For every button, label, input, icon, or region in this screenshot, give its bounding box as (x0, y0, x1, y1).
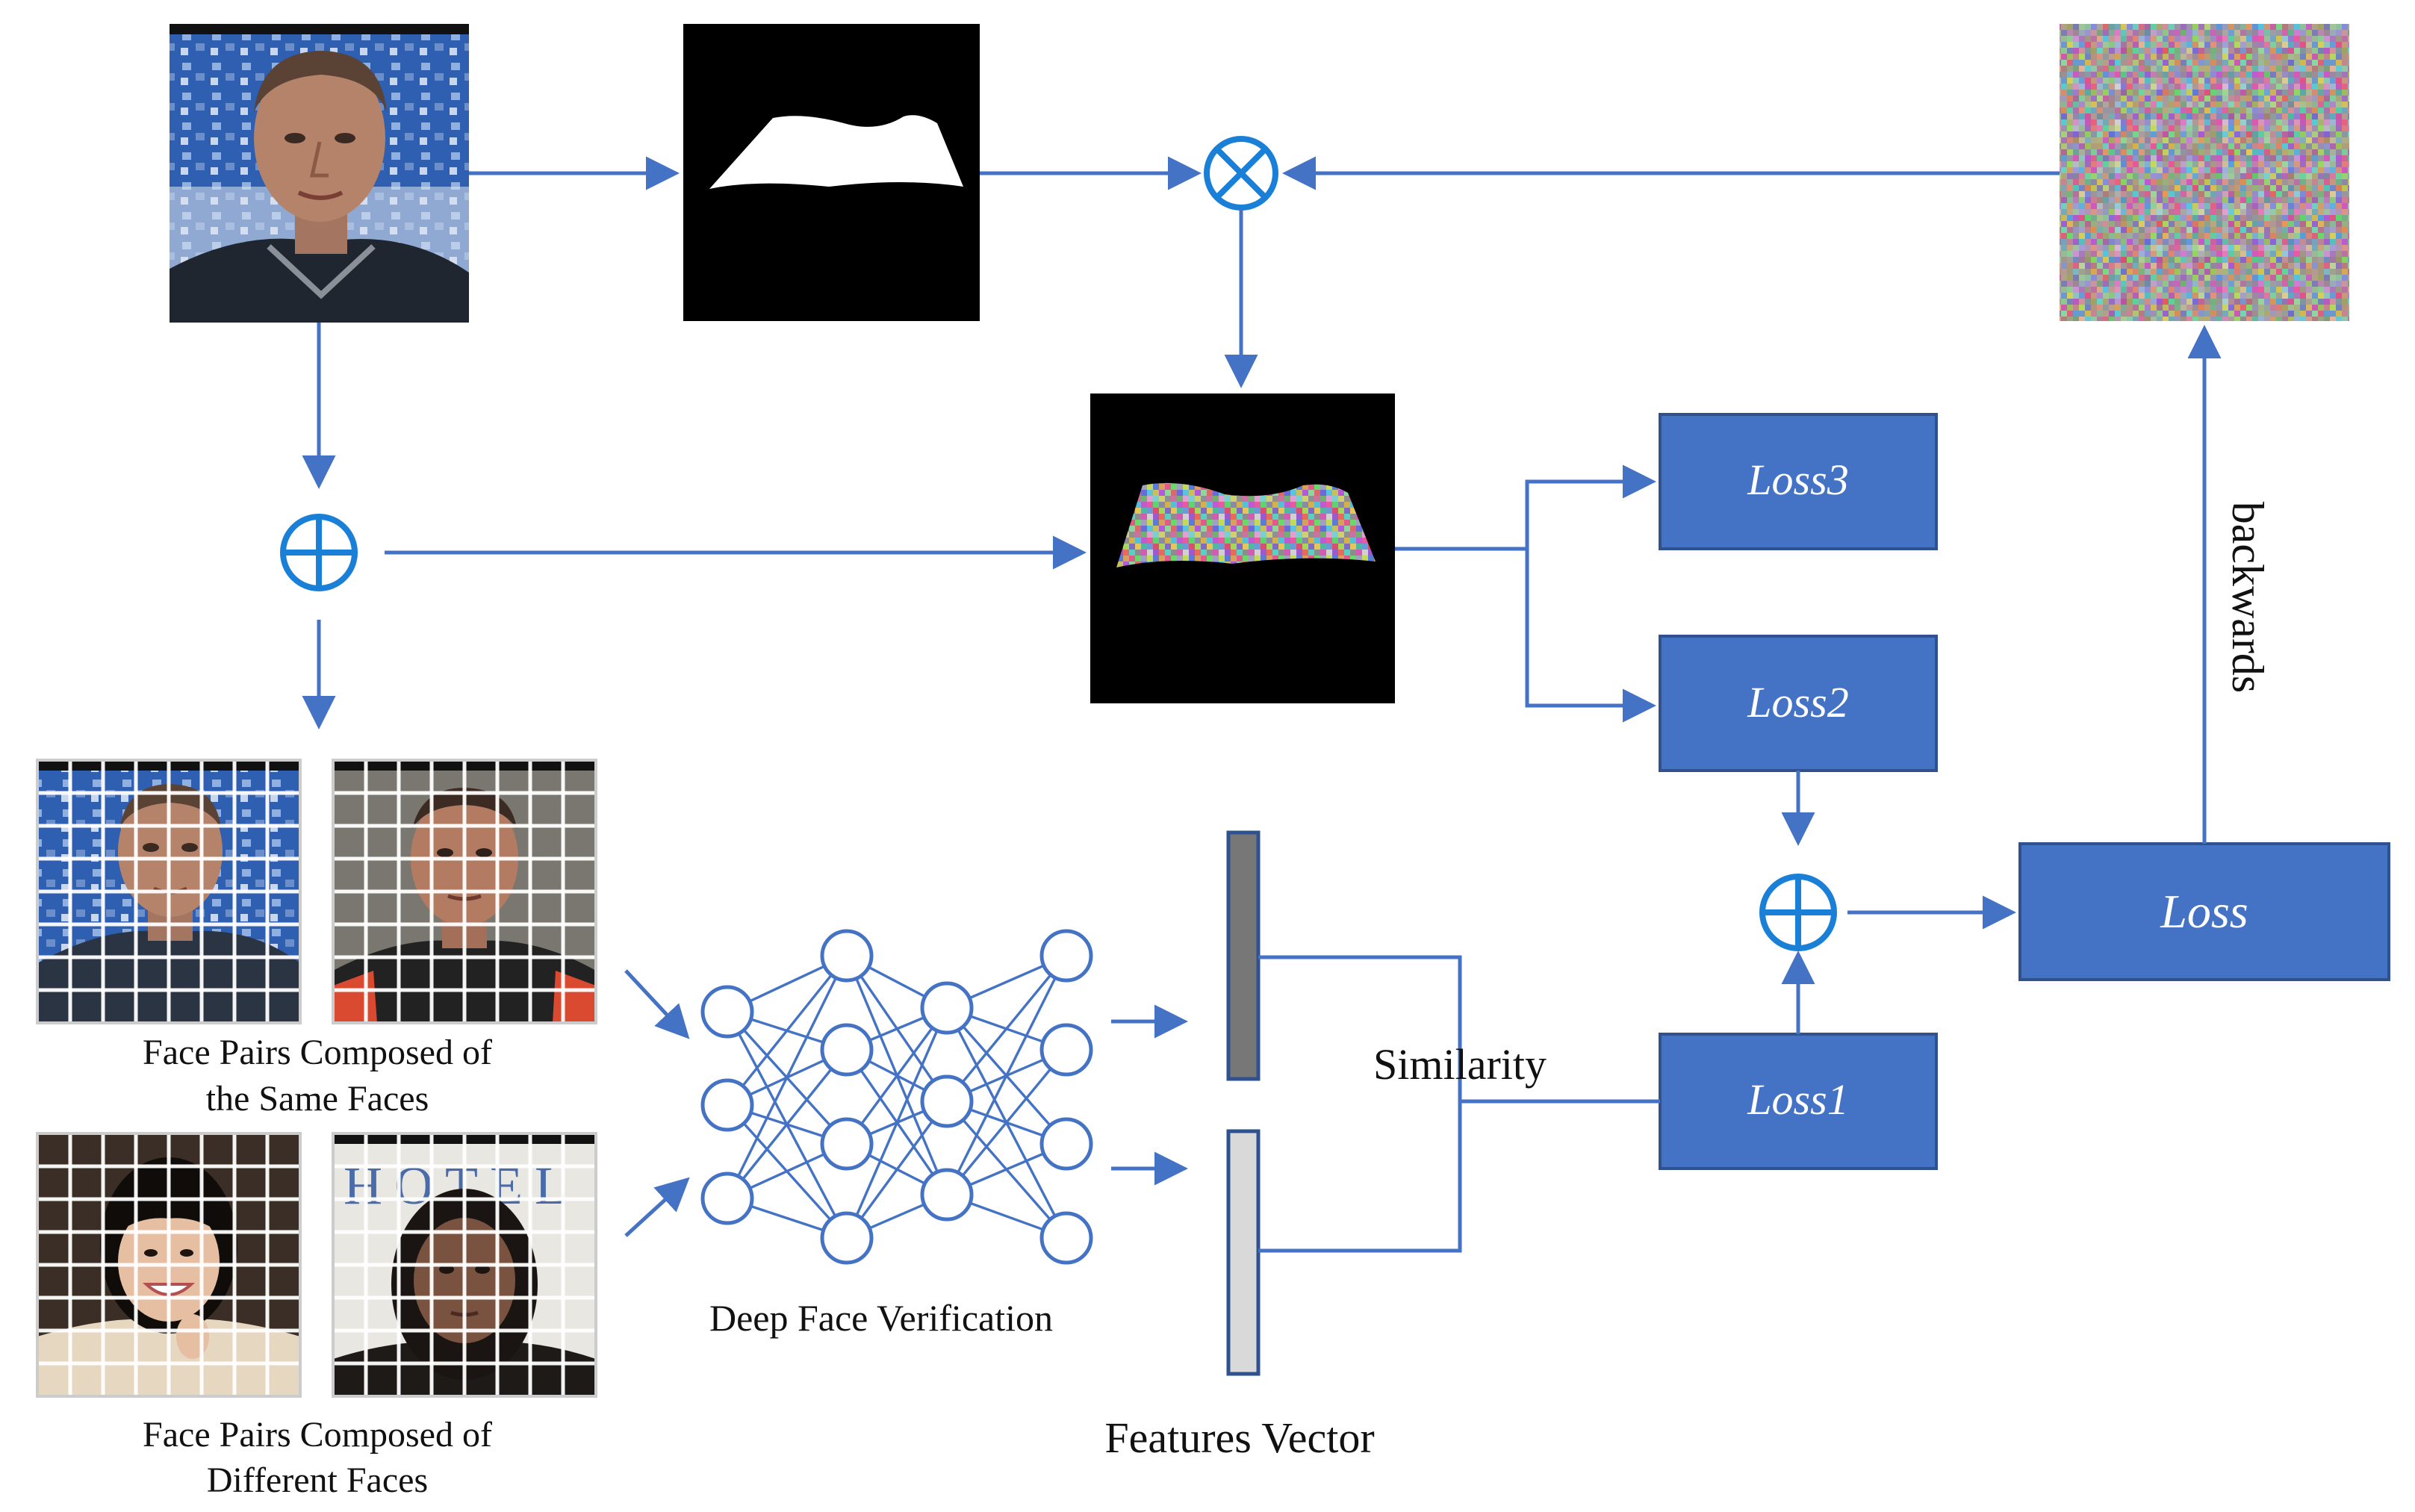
loss3-label: Loss3 (1747, 455, 1848, 504)
arrow-to-loss3 (1525, 464, 1656, 549)
loss1-label: Loss1 (1747, 1075, 1848, 1124)
feature-vector-a (1226, 830, 1261, 1081)
total-loss-box: Loss (2018, 842, 2390, 981)
caption-same-faces-line1: Face Pairs Composed of (143, 1033, 492, 1072)
caption-diff-faces-line2: Different Faces (207, 1460, 428, 1500)
feature-vector-b (1226, 1129, 1261, 1376)
multiply-operator (1204, 136, 1278, 211)
frame-diff-a (36, 1132, 302, 1398)
caption-diff-faces-line1: Face Pairs Composed of (143, 1415, 492, 1455)
grid-overlay-same-b (333, 760, 596, 1023)
grid-overlay-diff-a (37, 1133, 300, 1396)
arrow-to-loss2 (1525, 549, 1656, 723)
loss1-box: Loss1 (1659, 1033, 1938, 1170)
deep-face-verification-network (700, 929, 1093, 1265)
loss3-box: Loss3 (1659, 413, 1938, 550)
grid-overlay-diff-b (333, 1133, 596, 1396)
arrow-diff-pairs-to-network (624, 1177, 690, 1237)
binary-mask-image (683, 24, 980, 321)
add-operator-right (1759, 874, 1837, 951)
grid-overlay-same-a (37, 760, 300, 1023)
loss2-box: Loss2 (1659, 635, 1938, 772)
arrow-same-pairs-to-network (624, 969, 690, 1039)
network-edges (726, 954, 1068, 1239)
adversarial-noise-patch (2060, 24, 2349, 321)
similarity-bracket (1258, 955, 1462, 1253)
frame-same-a (36, 759, 302, 1024)
backwards-label: backwards (2223, 502, 2272, 694)
frame-diff-b (332, 1132, 597, 1398)
add-operator-left (280, 514, 358, 591)
features-vector-label: Features Vector (1104, 1413, 1374, 1462)
caption-same-faces-line2: the Same Faces (206, 1079, 429, 1119)
deep-face-verification-label: Deep Face Verification (709, 1297, 1053, 1339)
network-nodes (700, 929, 1093, 1265)
total-loss-label: Loss (2160, 885, 2248, 938)
masked-perturbation-image (1090, 393, 1395, 703)
frame-same-b (332, 759, 597, 1024)
input-face-photo (170, 24, 469, 323)
similarity-label: Similarity (1373, 1040, 1547, 1089)
loss2-label: Loss2 (1747, 678, 1848, 727)
